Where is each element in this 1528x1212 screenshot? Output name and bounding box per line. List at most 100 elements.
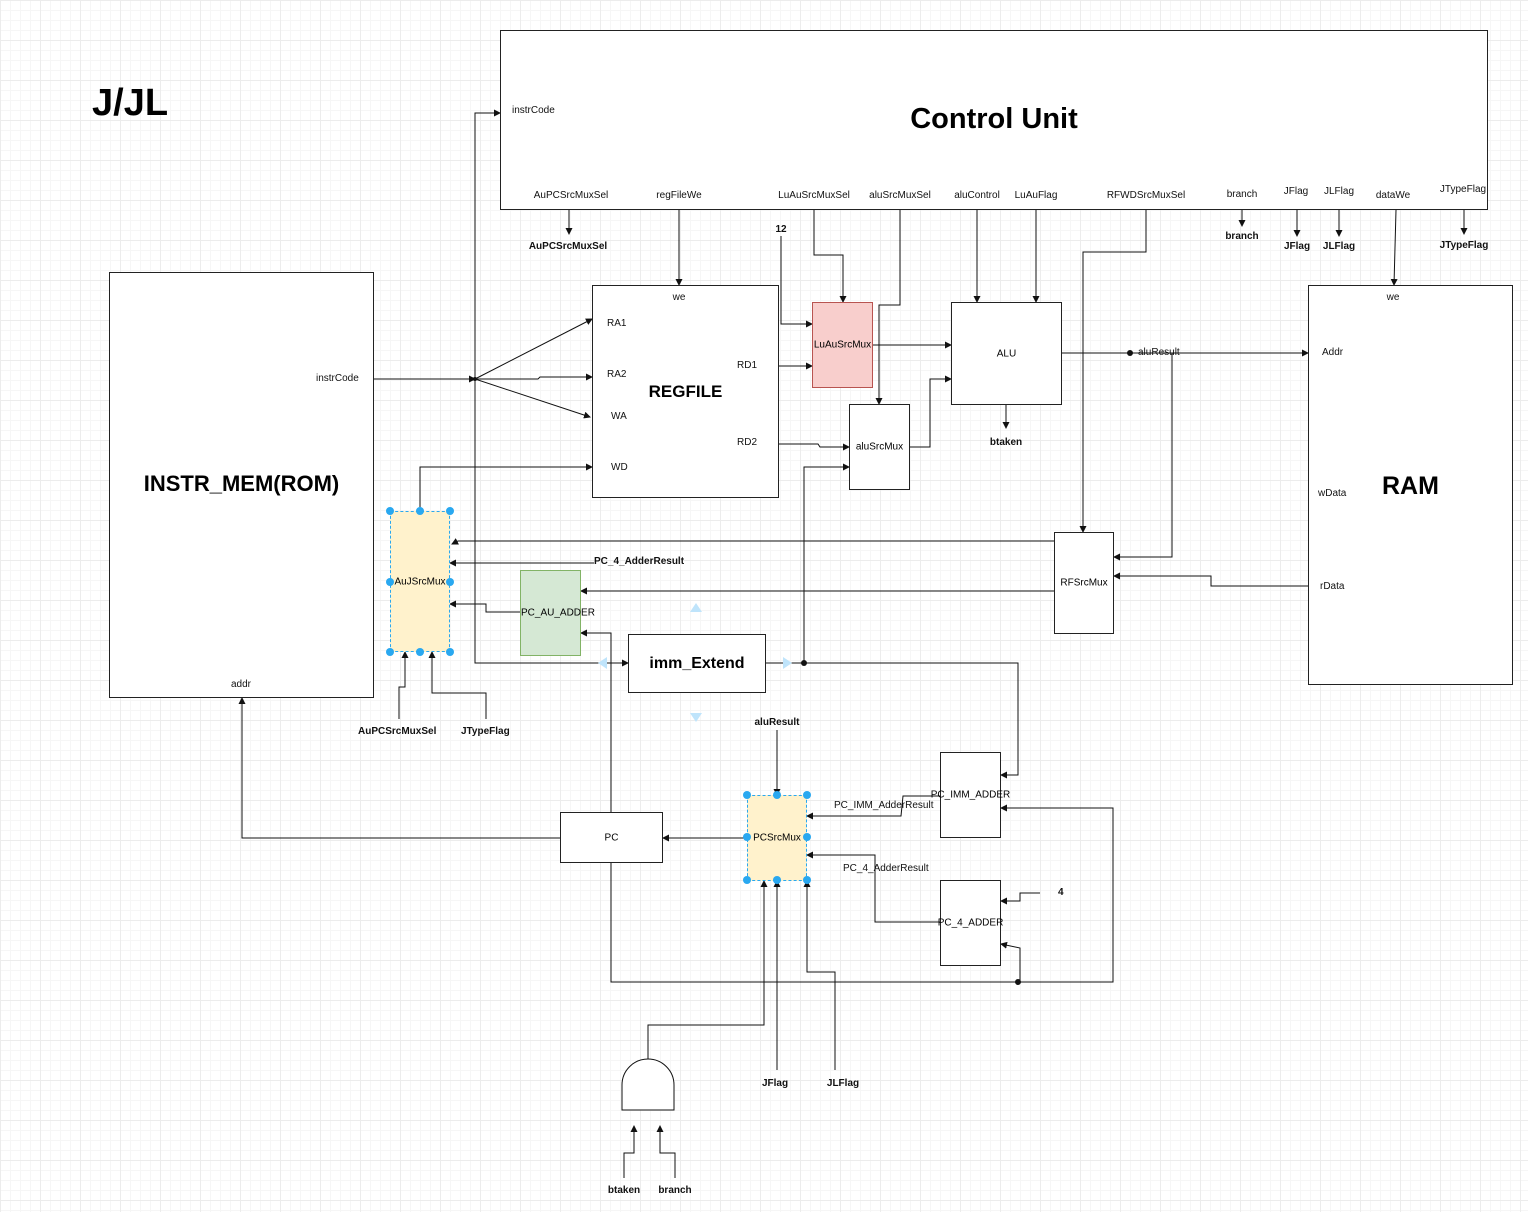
wire xyxy=(656,1125,676,1178)
junction-dot xyxy=(1015,979,1021,985)
selection-handle[interactable] xyxy=(386,578,394,586)
signal-branch-top: branch xyxy=(1225,231,1259,242)
selection-handle[interactable] xyxy=(803,833,811,841)
signal-btaken-gate: btaken xyxy=(607,1185,641,1196)
wire xyxy=(1079,210,1147,533)
instr-mem-block[interactable]: INSTR_MEM(ROM) xyxy=(109,272,374,698)
pc-src-mux-label: PCSrcMux xyxy=(753,832,801,844)
wire xyxy=(813,210,847,303)
signal-alu-result: aluResult xyxy=(1138,347,1180,358)
selection-handle[interactable] xyxy=(446,507,454,515)
alu-label: ALU xyxy=(996,348,1017,359)
wire xyxy=(449,600,520,613)
rf-ra2-port: RA2 xyxy=(607,369,627,380)
and-gate xyxy=(621,1058,675,1111)
wire xyxy=(779,443,850,451)
signal-btaken-alu: btaken xyxy=(989,437,1023,448)
wire xyxy=(1000,941,1021,982)
wire xyxy=(238,697,560,839)
junction-dot xyxy=(801,660,807,666)
selection-handle[interactable] xyxy=(773,791,781,799)
luau-src-mux-label: LuAuSrcMux xyxy=(813,339,872,351)
pc-imm-adder-block[interactable]: PC_IMM_ADDER xyxy=(931,752,1010,838)
selection-handle[interactable] xyxy=(416,648,424,656)
wire xyxy=(1390,209,1398,286)
wire xyxy=(474,378,591,419)
resize-arrow-up-icon[interactable] xyxy=(690,603,702,612)
signal-jtypeflag-bottom: JTypeFlag xyxy=(461,726,510,737)
resize-arrow-right-icon[interactable] xyxy=(783,657,792,669)
selection-handle[interactable] xyxy=(803,791,811,799)
wire xyxy=(419,463,593,511)
wire xyxy=(910,375,952,448)
cu-port-jflag: JFlag xyxy=(1283,186,1309,197)
resize-arrow-left-icon[interactable] xyxy=(598,657,607,669)
pc-block[interactable]: PC xyxy=(560,812,663,863)
wire xyxy=(766,662,1019,779)
wire xyxy=(806,795,940,820)
wire xyxy=(474,109,501,379)
selection-handle[interactable] xyxy=(743,833,751,841)
ram-we-port: we xyxy=(1386,292,1400,303)
ram-addr-port: Addr xyxy=(1322,347,1344,358)
cu-port-branch: branch xyxy=(1226,189,1258,200)
regfile-label: REGFILE xyxy=(648,382,723,401)
constant-4: 4 xyxy=(1058,887,1064,898)
alu-src-mux-block[interactable]: aluSrcMux xyxy=(849,404,910,490)
ram-rdata-port: rData xyxy=(1320,581,1345,592)
selection-handle[interactable] xyxy=(773,876,781,884)
control-unit-label: Control Unit xyxy=(910,103,1078,135)
selection-handle[interactable] xyxy=(803,876,811,884)
selection-handle[interactable] xyxy=(446,648,454,656)
wire xyxy=(803,463,850,663)
wire xyxy=(580,629,612,812)
alu-src-mux-label: aluSrcMux xyxy=(855,441,904,453)
regfile-block[interactable]: REGFILE xyxy=(592,285,779,498)
signal-jflag-top: JFlag xyxy=(1283,241,1311,252)
imm-extend-block[interactable]: imm_Extend xyxy=(628,634,766,693)
im-instrcode-port: instrCode xyxy=(316,373,359,384)
alu-block[interactable]: ALU xyxy=(951,302,1062,405)
wire xyxy=(451,538,1054,545)
instr-mem-label: INSTR_MEM(ROM) xyxy=(143,471,340,496)
cu-instrcode-port: instrCode xyxy=(512,105,555,116)
selection-handle[interactable] xyxy=(386,648,394,656)
wire xyxy=(806,851,940,923)
pc-label: PC xyxy=(604,832,619,843)
rf-wd-port: WD xyxy=(611,462,628,473)
constant-12: 12 xyxy=(775,224,787,235)
resize-arrow-down-icon[interactable] xyxy=(690,713,702,722)
luau-src-mux-block[interactable]: LuAuSrcMux xyxy=(812,302,873,388)
selection-handle[interactable] xyxy=(386,507,394,515)
pc-4-adder-block[interactable]: PC_4_ADDER xyxy=(938,880,1003,966)
page-title: J/JL xyxy=(92,82,169,124)
signal-jflag-bottom: JFlag xyxy=(761,1078,789,1089)
control-unit-block[interactable]: Control Unit xyxy=(500,30,1488,210)
pc-au-adder-label: PC_AU_ADDER xyxy=(521,607,595,619)
signal-branch-gate: branch xyxy=(658,1185,692,1196)
pc-4-adder-label: PC_4_ADDER xyxy=(937,917,1004,929)
rf-src-mux-label: RFSrcMux xyxy=(1060,577,1108,589)
cu-port-alu-src-mux-sel: aluSrcMuxSel xyxy=(869,190,931,201)
pc-src-mux-block[interactable]: PCSrcMux xyxy=(747,795,807,881)
wire xyxy=(1113,572,1308,587)
selection-handle[interactable] xyxy=(416,507,424,515)
signal-pc4-adder-result-top: PC_4_AdderResult xyxy=(594,556,685,567)
wire xyxy=(1113,353,1173,561)
cu-port-data-we: dataWe xyxy=(1375,190,1411,201)
cu-port-jtypeflag: JTypeFlag xyxy=(1439,184,1487,195)
cu-port-regfile-we: regFileWe xyxy=(656,190,702,201)
rf-ra1-port: RA1 xyxy=(607,318,627,329)
ram-label: RAM xyxy=(1382,472,1439,500)
signal-jlflag-bottom: JLFlag xyxy=(826,1078,860,1089)
signal-au-pc-src-mux-sel-bottom: AuPCSrcMuxSel xyxy=(358,726,437,737)
selection-handle[interactable] xyxy=(743,876,751,884)
rf-src-mux-block[interactable]: RFSrcMux xyxy=(1054,532,1114,634)
ram-block[interactable]: RAM xyxy=(1308,285,1513,685)
selection-handle[interactable] xyxy=(446,578,454,586)
pc-au-adder-block[interactable]: PC_AU_ADDER xyxy=(520,570,595,656)
selection-handle[interactable] xyxy=(743,791,751,799)
signal-pc-imm-adder-result: PC_IMM_AdderResult xyxy=(834,800,934,811)
auj-src-mux-block[interactable]: AuJSrcMux xyxy=(390,511,450,652)
